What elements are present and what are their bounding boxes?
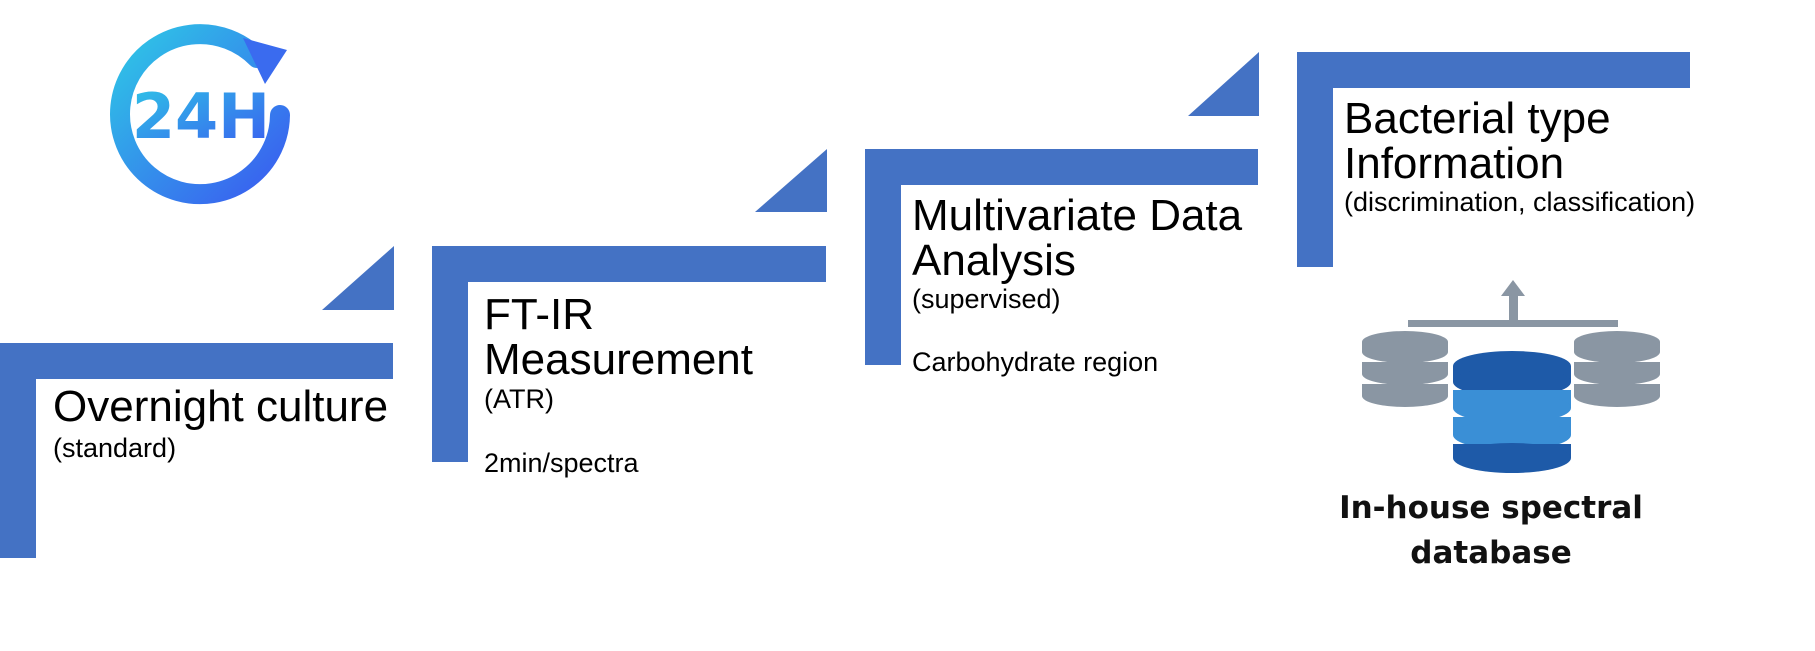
step-connector-1	[322, 246, 394, 310]
database-stack-icon	[1362, 280, 1660, 473]
step-connector-3	[1188, 52, 1259, 116]
step-2-subtitle: (ATR)	[484, 384, 554, 414]
step-4-title-line2: Information	[1344, 139, 1565, 188]
24h-icon: 24H	[95, 10, 305, 220]
step-4-title: Bacterial type	[1344, 94, 1611, 143]
step-3-note: Carbohydrate region	[912, 347, 1159, 377]
step-2-title-line2: Measurement	[484, 335, 754, 384]
step-3-title: Multivariate Data	[912, 191, 1243, 240]
step-3-subtitle: (supervised)	[912, 284, 1061, 314]
step-4-subtitle: (discrimination, classification)	[1344, 187, 1696, 217]
step-2-title: FT-IR	[484, 290, 594, 339]
24h-icon-text: 24H	[132, 80, 270, 153]
database-label-line1: In-house spectral	[1339, 490, 1643, 526]
step-1-subtitle: (standard)	[53, 433, 177, 463]
step-3-title-line2: Analysis	[912, 236, 1076, 285]
step-connector-2	[755, 149, 827, 212]
step-2-note: 2min/spectra	[484, 448, 639, 478]
database-label-line2: database	[1410, 535, 1572, 571]
step-1-title: Overnight culture	[53, 382, 389, 431]
